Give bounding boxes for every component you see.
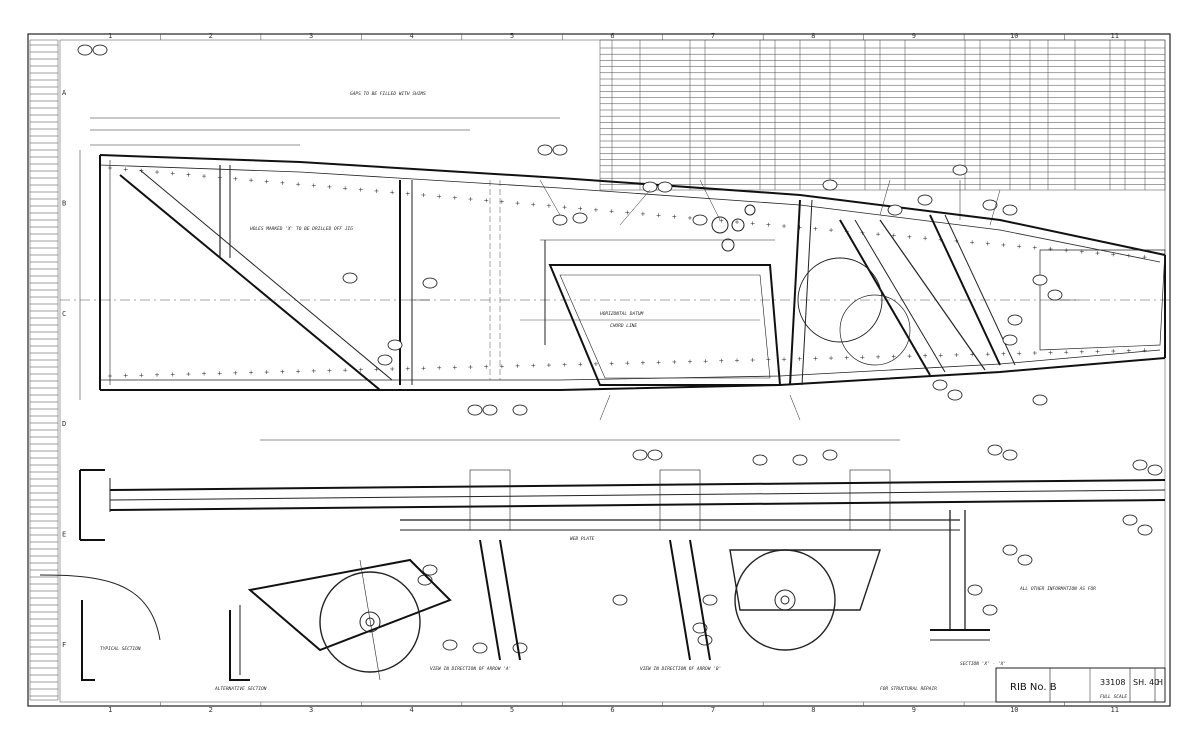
parts-list-table bbox=[599, 39, 1166, 191]
zone-col-bottom: 1 bbox=[108, 706, 112, 714]
alternative-section-caption: ALTERNATIVE SECTION bbox=[214, 686, 267, 692]
view-a-caption: VIEW IN DIRECTION OF ARROW 'A' bbox=[430, 666, 511, 672]
zone-col-top: 1 bbox=[108, 32, 112, 40]
zone-col-top: 5 bbox=[510, 32, 514, 40]
general-note: ALL OTHER INFORMATION AS FOR bbox=[1019, 586, 1096, 592]
web-plate-label: WEB PLATE bbox=[570, 536, 595, 542]
dimension-lines bbox=[79, 117, 900, 441]
zone-row: B bbox=[62, 200, 66, 208]
view-a-detail bbox=[247, 558, 452, 681]
section-x-x-detail bbox=[930, 510, 990, 641]
drawing-title: RIB No. B bbox=[1010, 682, 1057, 693]
zone-row: F bbox=[62, 641, 66, 649]
zone-rows-left: A B C D E F bbox=[62, 89, 67, 649]
zone-col-top: 4 bbox=[409, 32, 413, 40]
leader-lines bbox=[410, 179, 1080, 421]
zone-col-bottom: 2 bbox=[209, 706, 213, 714]
zone-col-bottom: 9 bbox=[912, 706, 916, 714]
view-b-detail bbox=[479, 539, 881, 661]
part-callout-bubbles bbox=[77, 44, 1163, 654]
zone-col-bottom: 10 bbox=[1010, 706, 1018, 714]
zone-col-top: 7 bbox=[711, 32, 715, 40]
zone-row: C bbox=[62, 310, 66, 318]
rib-assembly-view bbox=[60, 154, 1170, 391]
sheet-border bbox=[27, 33, 1171, 707]
zone-col-top: 10 bbox=[1010, 32, 1018, 40]
scale-note: FULL SCALE bbox=[1100, 694, 1127, 700]
zone-row: D bbox=[62, 420, 66, 428]
zone-col-top: 3 bbox=[309, 32, 313, 40]
zone-row: E bbox=[62, 531, 66, 539]
zone-col-top: 11 bbox=[1111, 32, 1119, 40]
zone-col-bottom: 7 bbox=[711, 706, 715, 714]
zone-col-bottom: 6 bbox=[610, 706, 614, 714]
revision-letter: H bbox=[1157, 678, 1163, 687]
zone-col-bottom: 5 bbox=[510, 706, 514, 714]
zone-col-top: 9 bbox=[912, 32, 916, 40]
zone-col-top: 8 bbox=[811, 32, 815, 40]
sheet-number: SH. 40 bbox=[1133, 678, 1159, 687]
typical-section-caption: TYPICAL SECTION bbox=[100, 646, 141, 652]
zone-col-bottom: 11 bbox=[1111, 706, 1119, 714]
gaps-note: GAPS TO BE FILLED WITH SHIMS bbox=[350, 91, 426, 97]
drawing-number: 33108 bbox=[1100, 678, 1125, 687]
chord-line-label: CHORD LINE bbox=[610, 323, 637, 329]
spar-note: FOR STRUCTURAL REPAIR bbox=[880, 686, 937, 692]
zone-col-bottom: 4 bbox=[409, 706, 413, 714]
zone-col-bottom: 8 bbox=[811, 706, 815, 714]
zone-columns-bottom: 1 2 3 4 5 6 7 8 9 10 11 bbox=[108, 702, 1119, 714]
zone-col-bottom: 3 bbox=[309, 706, 313, 714]
section-xx-caption: SECTION 'X' - 'X' bbox=[960, 661, 1006, 667]
zone-row: A bbox=[62, 89, 67, 97]
revision-strip bbox=[29, 39, 59, 701]
zone-col-top: 6 bbox=[610, 32, 614, 40]
horizontal-datum-label: HORIZONTAL DATUM bbox=[599, 311, 644, 317]
zone-col-top: 2 bbox=[209, 32, 213, 40]
drawing-frame bbox=[59, 39, 1166, 703]
view-b-caption: VIEW IN DIRECTION OF ARROW 'B' bbox=[640, 666, 721, 672]
typical-section-detail bbox=[39, 469, 250, 681]
zone-columns-top: 1 2 3 4 5 6 7 8 9 10 11 bbox=[108, 32, 1119, 40]
spar-section-view bbox=[109, 469, 1166, 531]
title-block: RIB No. B 33108 SH. 40 H FULL SCALE bbox=[995, 667, 1166, 703]
holes-note: HOLES MARKED 'X' TO BE DRILLED OFF JIG bbox=[249, 226, 353, 232]
